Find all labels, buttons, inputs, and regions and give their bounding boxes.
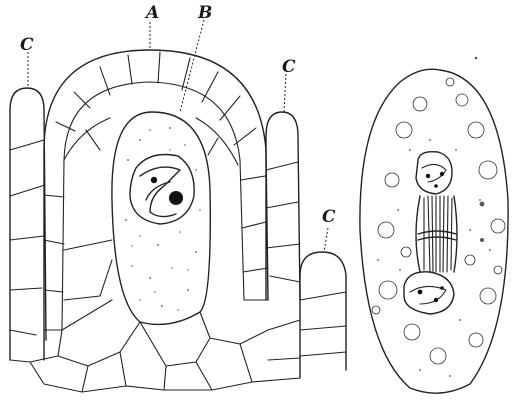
label-c-middle: C: [282, 57, 296, 77]
lower-daughter-nucleus: [404, 272, 454, 314]
upper-daughter-nucleus: [416, 152, 452, 194]
middle-integument-lobe: [266, 112, 300, 300]
label-c-left: C: [20, 35, 34, 55]
spindle-fibers: [416, 196, 457, 272]
label-a: A: [144, 3, 159, 23]
label-c-right: C: [322, 207, 336, 227]
right-panel-dividing-cell: [360, 57, 508, 393]
embryo-sac-nucleus: [130, 155, 194, 225]
label-b: B: [197, 3, 212, 23]
right-integument-lobe: [268, 252, 346, 378]
basal-tissue: [10, 240, 300, 392]
left-integument-lobe: [10, 88, 46, 360]
inner-cell-layer: [62, 82, 244, 330]
nucellus-outline: [44, 50, 268, 360]
left-panel-nucellus: A B C C C: [10, 3, 346, 392]
radial-cell-walls: [44, 52, 268, 292]
cytoplasm-granules: [377, 57, 491, 377]
embryo-sac: [112, 112, 210, 324]
cytoplasm-vacuoles: [372, 78, 505, 364]
